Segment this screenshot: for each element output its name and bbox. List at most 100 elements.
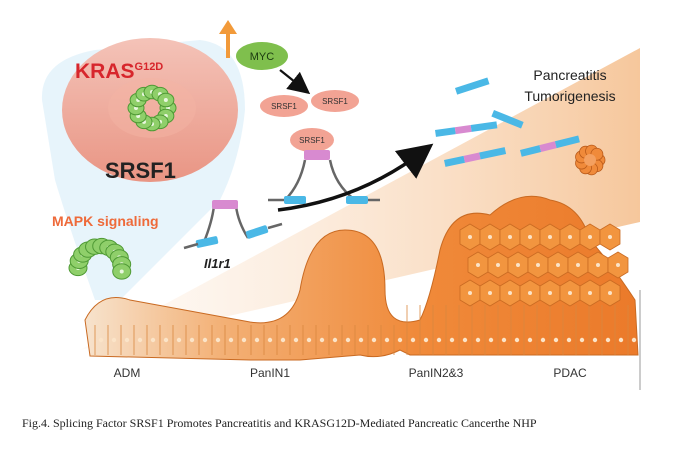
cell-nucleus: [124, 337, 130, 343]
srsf1-protein-3: [290, 128, 334, 152]
spliced-isoforms: [435, 77, 580, 167]
cell-nucleus: [476, 263, 480, 267]
cell-nucleus: [608, 291, 612, 295]
cell-nucleus: [371, 337, 377, 343]
cell-nucleus: [576, 263, 580, 267]
cell-nucleus: [528, 291, 532, 295]
srsf1-protein-2-label: SRSF1: [322, 97, 348, 106]
il1r1-transcript: [183, 200, 283, 250]
kras-label: KRASG12D: [75, 60, 163, 83]
cell-nucleus: [618, 337, 624, 343]
kras-acinus-bg: [108, 78, 196, 138]
cell-nucleus: [508, 235, 512, 239]
cell-nucleus: [588, 291, 592, 295]
cell-nucleus: [397, 337, 403, 343]
stage-label-adm: ADM: [114, 366, 141, 380]
cell-nucleus: [605, 337, 611, 343]
cell-nucleus: [436, 337, 442, 343]
cell-nucleus: [306, 337, 312, 343]
cell-nucleus: [98, 337, 104, 343]
cell-nucleus: [501, 337, 507, 343]
il1r1-label: Il1r1: [204, 256, 231, 271]
stage-label-panin1: PanIN1: [250, 366, 290, 380]
cell-nucleus: [508, 291, 512, 295]
cell-nucleus: [488, 337, 494, 343]
cell-nucleus: [241, 337, 247, 343]
cell-nucleus: [553, 337, 559, 343]
tumor-cluster-icon: [575, 144, 606, 176]
cell-nucleus: [176, 337, 182, 343]
acinus-ring-bottom: [68, 237, 132, 280]
srsf1-protein-3-label: SRSF1: [299, 136, 325, 145]
cell-nucleus: [527, 337, 533, 343]
cell-nucleus: [468, 235, 472, 239]
cell-nucleus: [540, 337, 546, 343]
srsf1-bound-transcript: [268, 150, 380, 204]
cell-nucleus: [410, 337, 416, 343]
splicing-arrow: [277, 143, 434, 212]
cell-nucleus: [384, 337, 390, 343]
outcome-tumorigenesis: Tumorigenesis: [524, 88, 615, 104]
cell-nucleus: [137, 337, 143, 343]
myc-node: [236, 42, 288, 70]
cell-nucleus: [528, 235, 532, 239]
cell-nucleus: [468, 291, 472, 295]
up-arrow-icon: [219, 20, 237, 58]
cell-nucleus: [488, 291, 492, 295]
figure-caption: Fig.4. Splicing Factor SRSF1 Promotes Pa…: [22, 416, 537, 430]
cell-nucleus: [358, 337, 364, 343]
cell-nucleus: [319, 337, 325, 343]
cell-nucleus: [202, 337, 208, 343]
cell-nucleus: [596, 263, 600, 267]
cell-nucleus: [332, 337, 338, 343]
cell-nucleus: [566, 337, 572, 343]
cell-nucleus: [189, 337, 195, 343]
cell-nucleus: [488, 235, 492, 239]
mapk-signaling-label: MAPK signaling: [52, 213, 159, 229]
cell-nucleus: [449, 337, 455, 343]
cell-nucleus: [616, 263, 620, 267]
cell-nucleus: [568, 235, 572, 239]
outcome-pancreatitis: Pancreatitis: [533, 67, 606, 83]
cell-nucleus: [475, 337, 481, 343]
stage-label-pdac: PDAC: [553, 366, 587, 380]
cell-nucleus: [163, 98, 168, 102]
cell-nucleus: [111, 337, 117, 343]
cell-nucleus: [514, 337, 520, 343]
cell-nucleus: [568, 291, 572, 295]
stage-label-panin2-3: PanIN2&3: [409, 366, 464, 380]
cell-nucleus: [548, 291, 552, 295]
cell-nucleus: [556, 263, 560, 267]
tumor-cell: [584, 154, 596, 166]
cell-nucleus: [423, 337, 429, 343]
cell-nucleus: [462, 337, 468, 343]
cell-nucleus: [608, 235, 612, 239]
cell-nucleus: [548, 235, 552, 239]
cell-nucleus: [267, 337, 273, 343]
cell-nucleus: [631, 337, 637, 343]
cell-nucleus: [293, 337, 299, 343]
cell-nucleus: [516, 263, 520, 267]
myc-to-srsf1-arrow: [279, 69, 311, 95]
cell-nucleus: [119, 269, 124, 274]
cell-nucleus: [280, 337, 286, 343]
acinus-ring-top: [127, 84, 177, 132]
kras-superscript: G12D: [135, 61, 164, 73]
myc-label: MYC: [250, 51, 275, 63]
srsf1-protein-1: [260, 95, 308, 117]
cell-nucleus: [592, 337, 598, 343]
cell-nucleus: [496, 263, 500, 267]
cell-nucleus: [215, 337, 221, 343]
cell-nucleus: [228, 337, 234, 343]
duct-cells: [94, 223, 637, 355]
cell-nucleus: [345, 337, 351, 343]
cell-nucleus: [150, 337, 156, 343]
cell-nucleus: [588, 235, 592, 239]
cell-nucleus: [163, 337, 169, 343]
srsf1-protein-1-label: SRSF1: [271, 102, 297, 111]
srsf1-protein-2: [311, 90, 359, 112]
cell-nucleus: [254, 337, 260, 343]
cell-nucleus: [536, 263, 540, 267]
cell-nucleus: [579, 337, 585, 343]
